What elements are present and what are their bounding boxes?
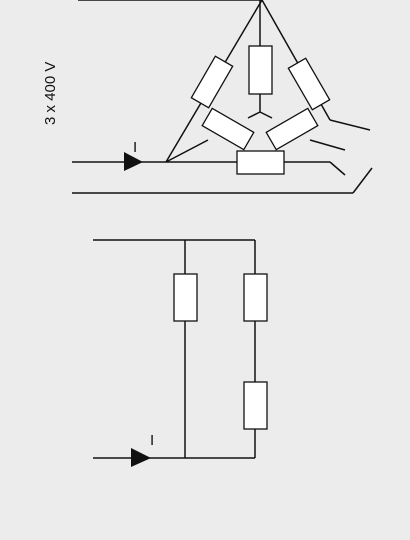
resistor-bottom	[236, 150, 285, 175]
resistor-series-upper	[243, 273, 268, 322]
current-arrow-top	[124, 152, 143, 171]
supply-voltage-label: 3 x 400 V	[42, 62, 59, 125]
resistor-star-left	[201, 107, 255, 151]
right-lead-upper	[329, 119, 371, 131]
star-center-link-left	[247, 111, 261, 119]
star-center-link-right	[259, 111, 273, 119]
resistor-left-side	[190, 55, 234, 109]
resistor-parallel-left	[173, 273, 198, 322]
right-lead-middle	[309, 139, 346, 151]
current-label-top: I	[133, 139, 137, 156]
resistor-series-lower	[243, 381, 268, 430]
resistor-center	[248, 45, 273, 95]
resistor-star-right	[265, 107, 319, 151]
star-left-link	[165, 139, 209, 163]
return-wire-end	[352, 167, 373, 194]
three-phase-circuit: 3 x 400 V	[42, 0, 373, 194]
right-lead-lower	[329, 161, 346, 176]
parallel-circuit: I	[93, 239, 268, 467]
resistor-right-side	[287, 57, 331, 111]
current-arrow-bottom	[131, 448, 151, 467]
current-label-bottom: I	[150, 432, 154, 449]
